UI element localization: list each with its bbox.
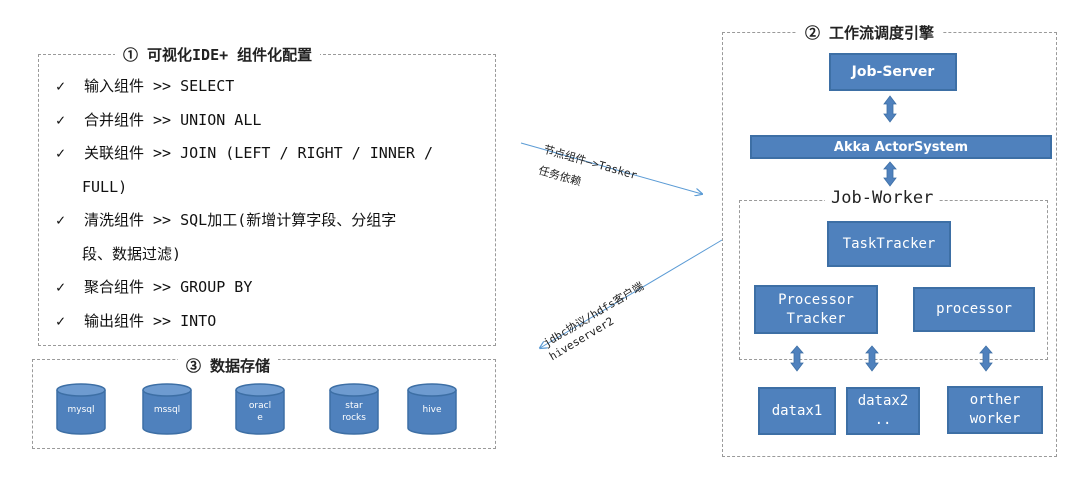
cylinder-mssql <box>142 383 192 435</box>
list-item-join-cont: FULL) <box>56 171 476 205</box>
task-tracker-box: TaskTracker <box>827 221 951 267</box>
connector-scheduler-to-storage <box>540 239 723 348</box>
connector-ide-to-scheduler <box>520 142 702 194</box>
store-label-mssql: mssql <box>153 405 181 415</box>
list-item-input: ✓ 输入组件 >> SELECT <box>56 70 476 104</box>
section-scheduler-title: ② 工作流调度引擎 <box>797 22 943 43</box>
list-item-text: 段、数据过滤) <box>82 244 182 263</box>
list-item-clean: ✓ 清洗组件 >> SQL加工(新增计算字段、分组字 <box>56 204 476 238</box>
check-icon: ✓ <box>56 110 66 129</box>
double-arrow-icon <box>883 95 897 123</box>
list-item-aggregate: ✓ 聚合组件 >> GROUP BY <box>56 271 476 305</box>
list-item-output: ✓ 输出组件 >> INTO <box>56 305 476 339</box>
component-list: ✓ 输入组件 >> SELECT ✓ 合并组件 >> UNION ALL ✓ 关… <box>56 70 476 338</box>
list-item-text: 关联组件 >> JOIN (LEFT / RIGHT / INNER / <box>84 144 433 162</box>
other-worker-box: orther worker <box>947 386 1043 434</box>
store-label-starrocks: star rocks <box>342 401 366 423</box>
list-item-text: 合并组件 >> UNION ALL <box>84 110 262 129</box>
check-icon: ✓ <box>56 77 66 95</box>
akka-actorsystem-box: Akka ActorSystem <box>750 135 1052 159</box>
double-arrow-icon <box>865 345 879 372</box>
double-arrow-icon <box>883 161 897 187</box>
list-item-text: 聚合组件 >> GROUP BY <box>84 278 253 296</box>
cylinder-mysql <box>56 383 106 435</box>
processor-tracker-box: Processor Tracker <box>754 285 878 334</box>
cylinder-starrocks <box>329 383 379 435</box>
check-icon: ✓ <box>56 311 66 330</box>
store-label-mysql: mysql <box>67 405 95 415</box>
datax2-box: datax2 .. <box>846 387 920 435</box>
datax1-box: datax1 <box>758 387 836 435</box>
cylinder-oracle <box>235 383 285 435</box>
store-label-oracle: oracl e <box>248 401 272 423</box>
job-worker-title: Job-Worker <box>825 188 940 208</box>
section-ide-title: ① 可视化IDE+ 组件化配置 <box>115 44 321 65</box>
list-item-union: ✓ 合并组件 >> UNION ALL <box>56 104 476 138</box>
check-icon: ✓ <box>56 144 66 162</box>
list-item-text: 输出组件 >> INTO <box>84 311 217 330</box>
list-item-text: FULL) <box>82 177 128 196</box>
list-item-clean-cont: 段、数据过滤) <box>56 238 476 272</box>
section-storage-title: ③ 数据存储 <box>178 355 279 376</box>
list-item-text: 清洗组件 >> SQL加工(新增计算字段、分组字 <box>84 211 397 229</box>
job-server-box: Job-Server <box>829 53 957 91</box>
list-item-text: 输入组件 >> SELECT <box>84 77 235 95</box>
cylinder-hive <box>407 383 457 435</box>
store-label-hive: hive <box>422 405 442 415</box>
check-icon: ✓ <box>56 278 66 296</box>
check-icon: ✓ <box>56 211 66 229</box>
double-arrow-icon <box>979 345 993 372</box>
processor-box: processor <box>913 287 1035 332</box>
list-item-join: ✓ 关联组件 >> JOIN (LEFT / RIGHT / INNER / <box>56 137 476 171</box>
double-arrow-icon <box>790 345 804 372</box>
